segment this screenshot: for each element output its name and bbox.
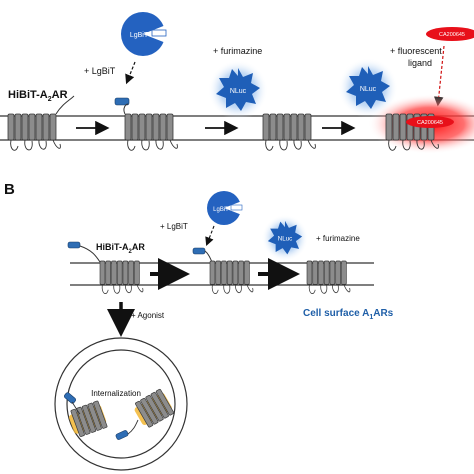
hibit-tag-b1 [67,241,81,249]
n-terminus-internal-left [71,401,81,415]
receptor-b1 [99,260,144,295]
fluor-step-line2: ligand [408,58,432,68]
internalization-label: Internalization [91,389,141,398]
lgbit-b: LgBiT [207,191,243,225]
hibit-tag-internal-left [63,392,77,404]
lgbit-step-b: + LgBiT [160,222,188,231]
receptor-a2 [124,113,178,151]
cell-surface-label: Cell surface A1ARs [303,308,394,321]
lgbit-a: LgBiT [121,12,167,56]
furimazine-step-a: + furimazine [213,46,262,56]
hibit-tag-a [114,97,130,106]
hibit-tag-internal-right [115,430,129,440]
nluc-glow-a1: NLuc [208,60,268,120]
receptor-b3 [306,260,351,295]
nluc-label-b: NLuc [278,235,293,242]
receptor-b2 [209,260,254,295]
agonist-step: + Agonist [131,311,165,320]
fluor-step-line1: + fluorescent [390,46,442,56]
lgbit-dashed-arrow-b [205,225,215,247]
receptor-a3 [262,113,316,151]
nluc-glow-b: NLuc [261,214,309,262]
ligand-bound: CA200645 [406,116,454,128]
nluc-label-a1: NLuc [230,88,247,95]
nluc-glow-a2: NLuc [338,58,398,118]
lgbit-step-a: + LgBiT [84,66,116,76]
lgbit-label-a: LgBiT [130,32,149,39]
ligand-tag-bound: CA200645 [417,120,443,126]
hibit-tag-b2 [192,247,206,255]
lgbit-dashed-arrow-a [125,61,136,85]
ligand-free: CA200645 [426,27,474,41]
panel-letter-b: B [4,181,15,198]
lgbit-label-b: LgBiT [213,207,229,213]
furimazine-step-b: + furimazine [316,234,360,243]
panel-b: B HiBiT-A2AR LgBiT + LgBiT [4,181,394,471]
n-terminus-a2 [123,103,129,115]
n-terminus-internal-right [127,419,139,435]
nluc-label-a2: NLuc [360,86,377,93]
ligand-tag-free: CA200645 [439,32,465,38]
hibit-label-b: HiBiT-A2AR [96,242,145,255]
hibit-label-a: HiBiT-A2AR [8,89,68,103]
endosome: Internalization [54,337,188,471]
internalized-receptor-right [134,388,175,428]
n-terminus-a [55,95,75,115]
n-terminus-b2 [204,250,213,263]
n-terminus-b1 [79,245,101,263]
panel-a: HiBiT-A2AR LgBiT + LgBiT + furimazine NL… [0,12,474,154]
receptor-a1 [7,113,61,151]
